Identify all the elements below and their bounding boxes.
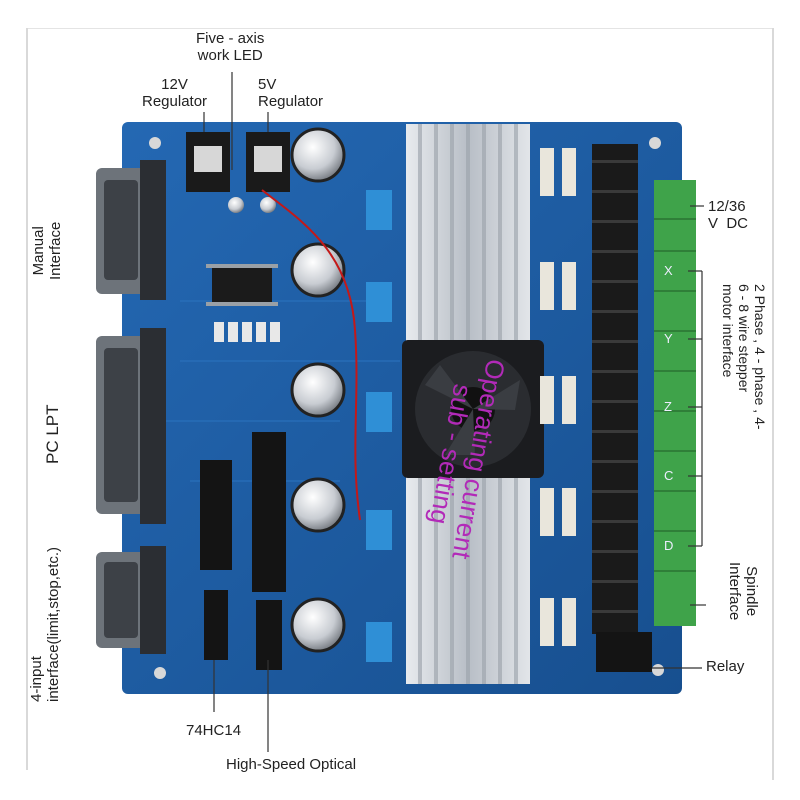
axis-label-c: C: [664, 468, 674, 483]
capacitor-icon: [290, 127, 346, 653]
label-motor-interface: 2 Phase , 4 - phase , 4- 6 - 8 wire step…: [720, 284, 768, 430]
label-dc-input: 12/36 V DC: [708, 198, 749, 232]
label-high-speed-optical: High-Speed Optical: [226, 756, 357, 773]
label-spindle-interface: Spindle Interface: [726, 562, 760, 621]
db25-connector-icon: [96, 328, 166, 524]
dip-switch-icon: [366, 190, 392, 662]
axis-label-d: D: [664, 538, 674, 553]
db15-connector-icon: [96, 160, 166, 300]
driver-transistor-stack: [592, 144, 638, 634]
label-five-axis-led: Five - axis work LED: [196, 30, 265, 64]
74hc14-chip-icon: [200, 460, 232, 660]
label-manual-interface: Manual Interface: [30, 221, 64, 280]
resistor-icon: [540, 148, 576, 646]
label-relay: Relay: [706, 658, 745, 675]
red-wire: [261, 189, 361, 521]
relay-icon: [596, 632, 652, 672]
optocoupler-chips-icon: [252, 432, 286, 670]
frame-right-border: [772, 28, 774, 780]
axis-label-x: X: [664, 263, 673, 278]
led-array: [214, 322, 280, 342]
frame-top-border: [26, 28, 774, 29]
label-12v-regulator: 12V Regulator: [142, 76, 208, 110]
axis-label-z: Z: [664, 399, 672, 414]
leader-lines: [203, 72, 706, 752]
regulator-12v-icon: [186, 132, 230, 192]
mounting-holes: [149, 137, 664, 679]
led-icon: [228, 197, 244, 213]
terminal-block-icon: [654, 180, 696, 626]
label-pc-lpt: PC LPT: [43, 404, 62, 464]
label-74hc14: 74HC14: [186, 722, 242, 739]
label-4-input-interface: 4-input interface(limit,stop,etc.): [28, 546, 62, 702]
ic-chip-icon: [206, 264, 278, 306]
axis-label-y: Y: [664, 331, 673, 346]
frame-left-border: [26, 28, 28, 770]
db9-connector-icon: [96, 546, 166, 654]
label-5v-regulator: 5V Regulator: [258, 76, 324, 110]
cooling-fan-icon: [402, 340, 544, 478]
regulator-5v-icon: [246, 132, 290, 192]
